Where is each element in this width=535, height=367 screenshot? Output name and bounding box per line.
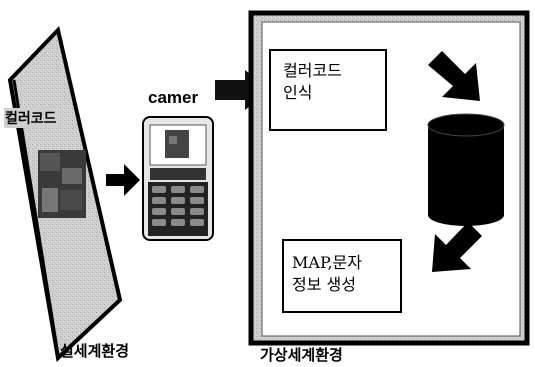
arrow-icon [432, 222, 482, 272]
camera-label: camer [148, 88, 199, 107]
color-code-pattern [38, 150, 86, 218]
virtual-world-caption: 가상세계환경 [260, 346, 343, 364]
mobile-phone-icon [142, 116, 214, 241]
recognize-step-text: 컬러코드 인식 [283, 61, 342, 102]
real-world-caption: 실세계환경 [60, 342, 130, 360]
generate-box [282, 239, 402, 313]
generate-step-text: MAP,문자 정보 생성 [292, 253, 362, 294]
arrow-icon [428, 51, 480, 101]
arrow-icon [106, 164, 140, 196]
color-code-panel-label: 컬러코드 [4, 108, 58, 128]
database-icon [427, 113, 505, 226]
recognize-box [269, 49, 387, 131]
